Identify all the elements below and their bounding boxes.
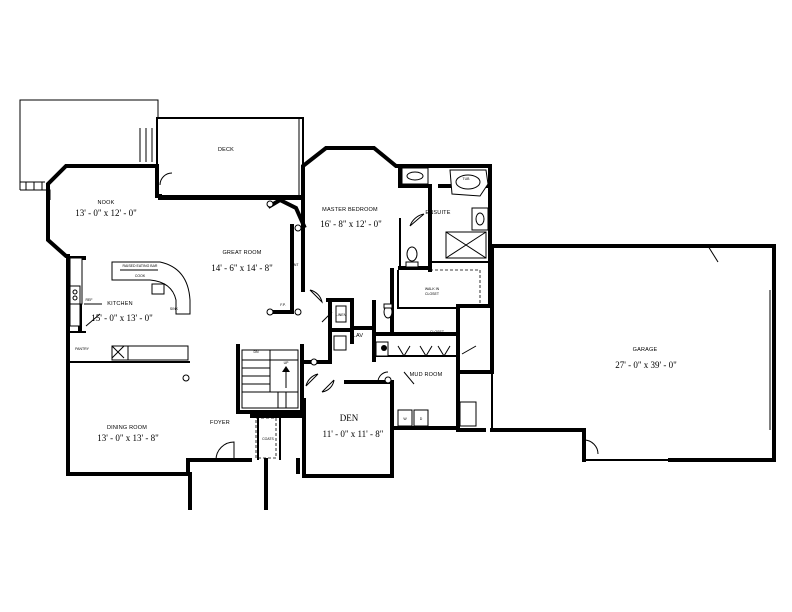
fixture-labels: RAISED EATING BAR COOK SINK REF TUB LINE… xyxy=(86,177,471,441)
kitchen-dims: 15' - 0" x 13' - 0" xyxy=(91,313,153,323)
doors xyxy=(85,213,477,461)
fridge-label: REF xyxy=(86,298,93,302)
coats-label: COATS xyxy=(262,437,274,441)
dining-room-label: DINING ROOM xyxy=(107,425,147,431)
den-dims: 11' - 0" x 11' - 8" xyxy=(323,429,384,439)
eating-bar-label: RAISED EATING BAR xyxy=(123,264,158,268)
mud-room-label: MUD ROOM xyxy=(410,372,443,378)
den-label: DEN xyxy=(340,413,359,423)
stair xyxy=(241,349,299,409)
sink-label: SINK xyxy=(170,307,179,311)
washer-label: W xyxy=(403,417,407,421)
pantry-label: PANTRY xyxy=(75,347,90,351)
walk-in-closet-label-2: CLOSET xyxy=(425,292,440,296)
rear-patio xyxy=(19,99,159,200)
foyer-label: FOYER xyxy=(210,420,230,426)
fireplace-label: F.P. xyxy=(280,303,286,307)
garage-label: GARAGE xyxy=(633,347,658,353)
walk-in-closet-label-1: WALK IN xyxy=(425,287,440,291)
master-bedroom-dims: 16' - 8" x 12' - 0" xyxy=(320,219,382,229)
dryer-label: D xyxy=(420,417,423,421)
columns xyxy=(266,200,392,384)
cooktop-label: COOK xyxy=(135,274,146,278)
garage-dims: 27' - 0" x 39' - 0" xyxy=(615,360,677,370)
entertainment-label: ENT xyxy=(292,263,300,267)
dn-stair-label: DN xyxy=(253,350,259,354)
closet-label: CLOSET xyxy=(430,330,445,334)
room-labels: DECK NOOK 13' - 0" x 12' - 0" GREAT ROOM… xyxy=(75,147,677,443)
ensuite-fixtures xyxy=(401,167,489,268)
lav-label: LAV xyxy=(353,333,364,339)
linen-label: LINEN xyxy=(336,313,347,317)
dining-room-dims: 13' - 0" x 13' - 8" xyxy=(97,433,159,443)
kitchen-label: KITCHEN xyxy=(107,301,133,307)
nook-label: NOOK xyxy=(98,200,115,206)
up-stair-label: UP xyxy=(284,361,290,365)
deck-area xyxy=(156,117,304,197)
dashed-outlines xyxy=(255,269,481,459)
garage-walls xyxy=(490,244,776,462)
tub-label: TUB xyxy=(463,177,471,181)
kitchen-fixtures xyxy=(69,257,191,382)
great-room-dims: 14' - 6" x 14' - 8" xyxy=(211,263,273,273)
master-bedroom-label: MASTER BEDROOM xyxy=(322,207,378,213)
exterior-walls xyxy=(46,146,492,510)
lav-fixtures xyxy=(333,303,477,427)
great-room-label: GREAT ROOM xyxy=(222,250,261,256)
nook-dims: 13' - 0" x 12' - 0" xyxy=(75,208,137,218)
ensuite-label: ENSUITE xyxy=(425,210,450,216)
deck-label: DECK xyxy=(218,147,234,153)
